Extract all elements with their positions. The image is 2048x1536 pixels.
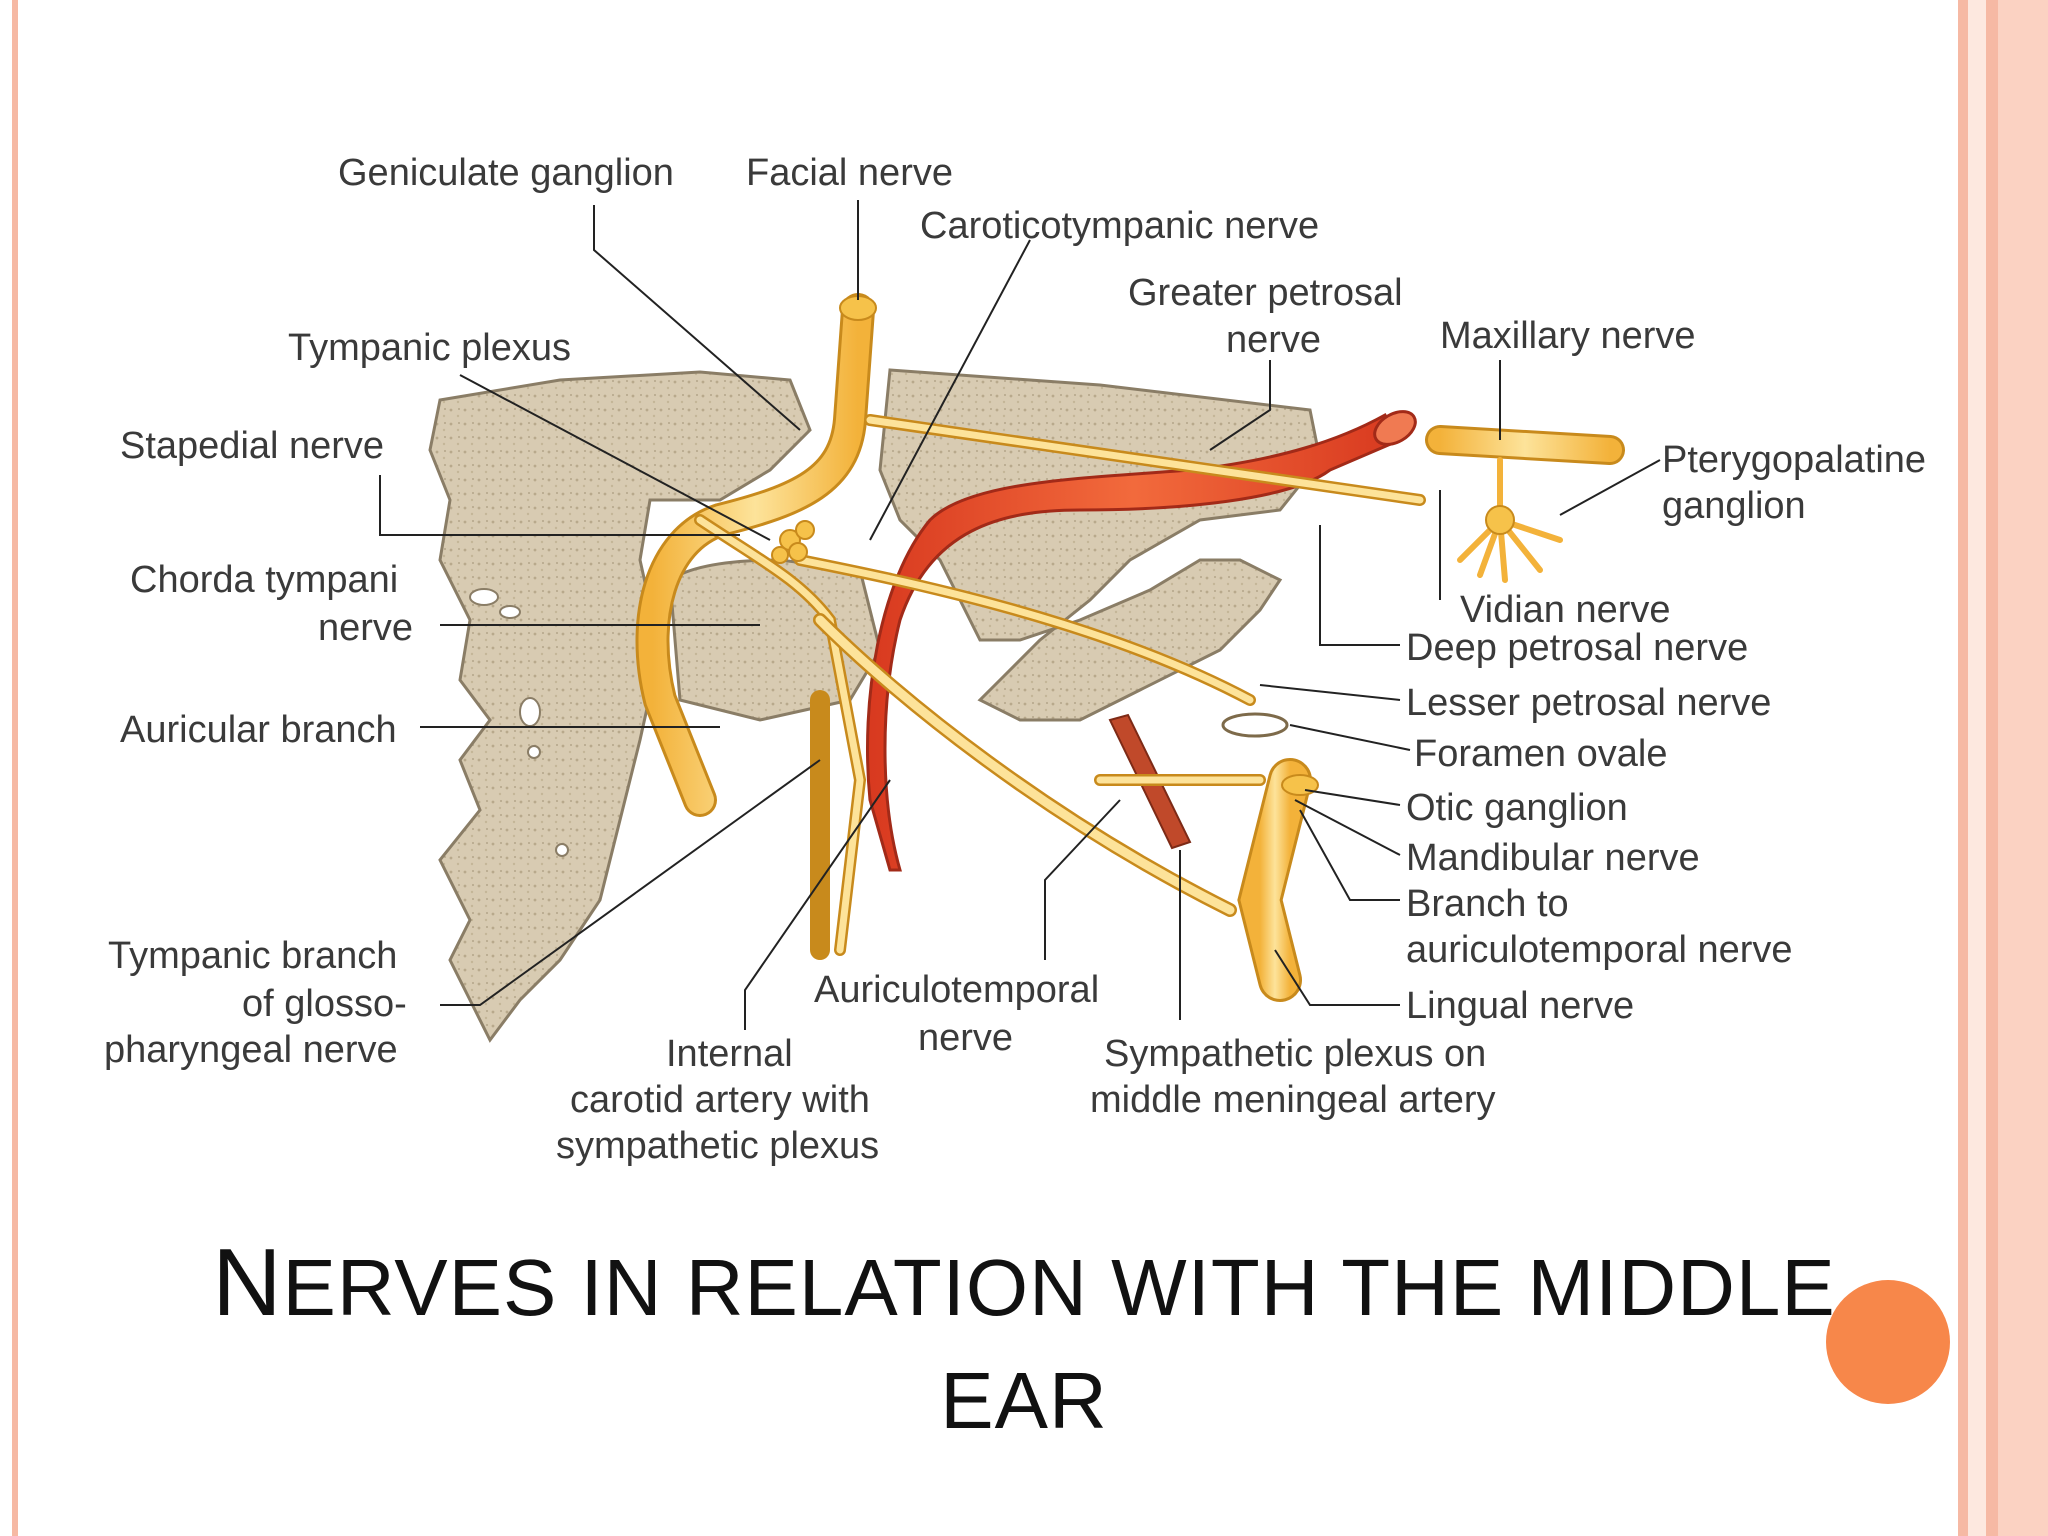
label-internal-carotid-line3: sympathetic plexus — [556, 1125, 879, 1167]
labels: Geniculate ganglion Facial nerve Carotic… — [104, 152, 1926, 1167]
internal-carotid-artery — [866, 410, 1417, 872]
label-vidian-nerve: Vidian nerve — [1460, 589, 1671, 631]
label-branch-to-line1: Branch to — [1406, 883, 1569, 925]
slide-title-initial: N — [212, 1229, 283, 1336]
slide-border-right-fill — [1968, 0, 1986, 1536]
slide-border-right-inner — [1958, 0, 1968, 1536]
label-sympathetic-plexus-line1: Sympathetic plexus on — [1104, 1033, 1486, 1075]
label-facial-nerve: Facial nerve — [746, 152, 953, 194]
label-geniculate-ganglion: Geniculate ganglion — [338, 152, 674, 194]
label-stapedial-nerve: Stapedial nerve — [120, 425, 384, 467]
label-sympathetic-plexus-line2: middle meningeal artery — [1090, 1079, 1496, 1121]
leader-lines — [379, 200, 1661, 1030]
label-internal-carotid-line2: carotid artery with — [570, 1079, 870, 1121]
slide-border-right-outer — [1986, 0, 1998, 1536]
foramen-ovale — [1221, 712, 1289, 738]
nerves — [635, 293, 1625, 1002]
label-greater-petrosal-line1: Greater petrosal — [1128, 272, 1403, 314]
slide-border-right-band — [1998, 0, 2048, 1536]
label-internal-carotid-line1: Internal — [666, 1033, 793, 1075]
slide-title-line2: EAR — [940, 1356, 1108, 1445]
label-auricular-branch: Auricular branch — [120, 709, 397, 751]
label-greater-petrosal-line2: nerve — [1226, 319, 1321, 361]
label-branch-to-line2: auriculotemporal nerve — [1406, 929, 1793, 971]
label-maxillary-nerve: Maxillary nerve — [1440, 315, 1696, 357]
label-lesser-petrosal-nerve: Lesser petrosal nerve — [1406, 682, 1771, 724]
label-tympanic-branch-line3: pharyngeal nerve — [104, 1029, 398, 1071]
slide-title-line1: NERVES IN RELATION WITH THE MIDDLE — [0, 1228, 2048, 1338]
accent-circle — [1826, 1280, 1950, 1404]
label-auriculotemporal-line1: Auriculotemporal — [814, 969, 1099, 1011]
label-chorda-tympani-line1: Chorda tympani — [130, 559, 398, 601]
label-lingual-nerve: Lingual nerve — [1406, 985, 1634, 1027]
label-tympanic-branch-line1: Tympanic branch — [108, 935, 397, 977]
label-auriculotemporal-line2: nerve — [918, 1017, 1013, 1059]
label-mandibular-nerve: Mandibular nerve — [1406, 837, 1700, 879]
label-deep-petrosal-nerve: Deep petrosal nerve — [1406, 627, 1748, 669]
label-tympanic-branch-line2: of glosso- — [242, 983, 407, 1025]
slide-title-rest: ERVES IN RELATION WITH THE MIDDLE — [282, 1243, 1836, 1332]
slide-border-left — [12, 0, 18, 1536]
label-otic-ganglion: Otic ganglion — [1406, 787, 1628, 829]
label-pterygopalatine-line1: Pterygopalatine — [1662, 439, 1926, 481]
label-tympanic-plexus: Tympanic plexus — [288, 327, 571, 369]
label-chorda-tympani-line2: nerve — [318, 607, 413, 649]
label-foramen-ovale: Foramen ovale — [1414, 733, 1667, 775]
label-caroticotympanic-nerve: Caroticotympanic nerve — [920, 205, 1319, 247]
tympanic-plexus — [771, 520, 815, 564]
label-pterygopalatine-line2: ganglion — [1662, 485, 1806, 527]
